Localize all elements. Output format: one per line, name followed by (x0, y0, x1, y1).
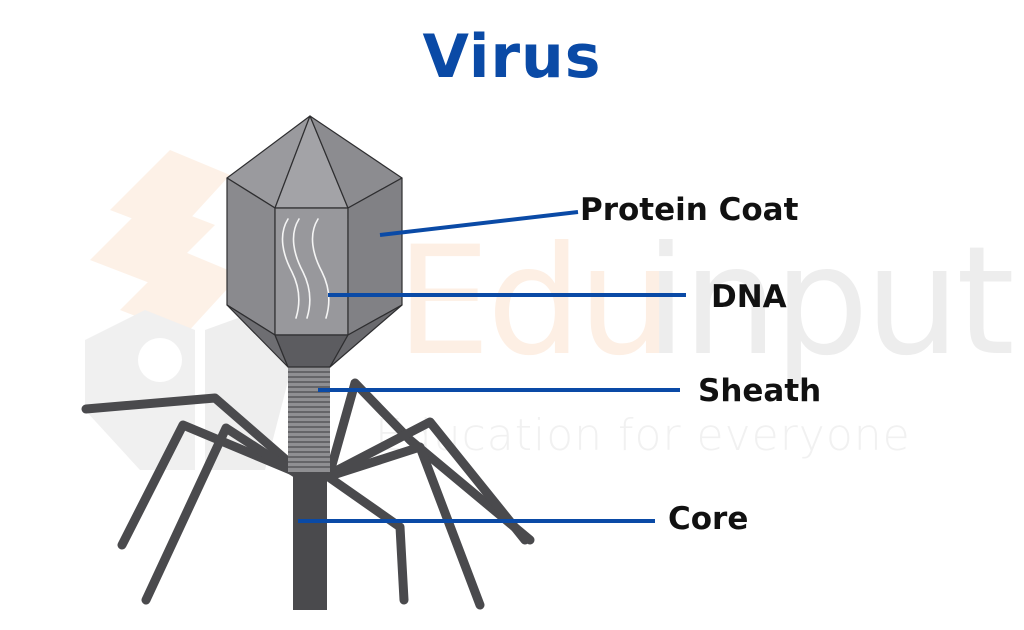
label-sheath: Sheath (698, 373, 822, 409)
watermark-input: input (645, 215, 1015, 389)
diagram-title: Virus (422, 22, 602, 92)
label-core: Core (668, 501, 749, 537)
label-dna: DNA (711, 279, 787, 315)
leader-lines (298, 210, 686, 523)
watermark-tagline: Education for everyone (375, 410, 911, 461)
core-icon (293, 472, 327, 610)
tail-fibers (81, 378, 535, 610)
label-protein-coat: Protein Coat (580, 192, 799, 228)
watermark-edu: Edu (396, 215, 673, 389)
leader-line-protein-coat (379, 210, 579, 237)
sheath-icon (288, 367, 330, 472)
protein-coat-icon (226, 115, 403, 368)
dna-icon (281, 218, 330, 319)
